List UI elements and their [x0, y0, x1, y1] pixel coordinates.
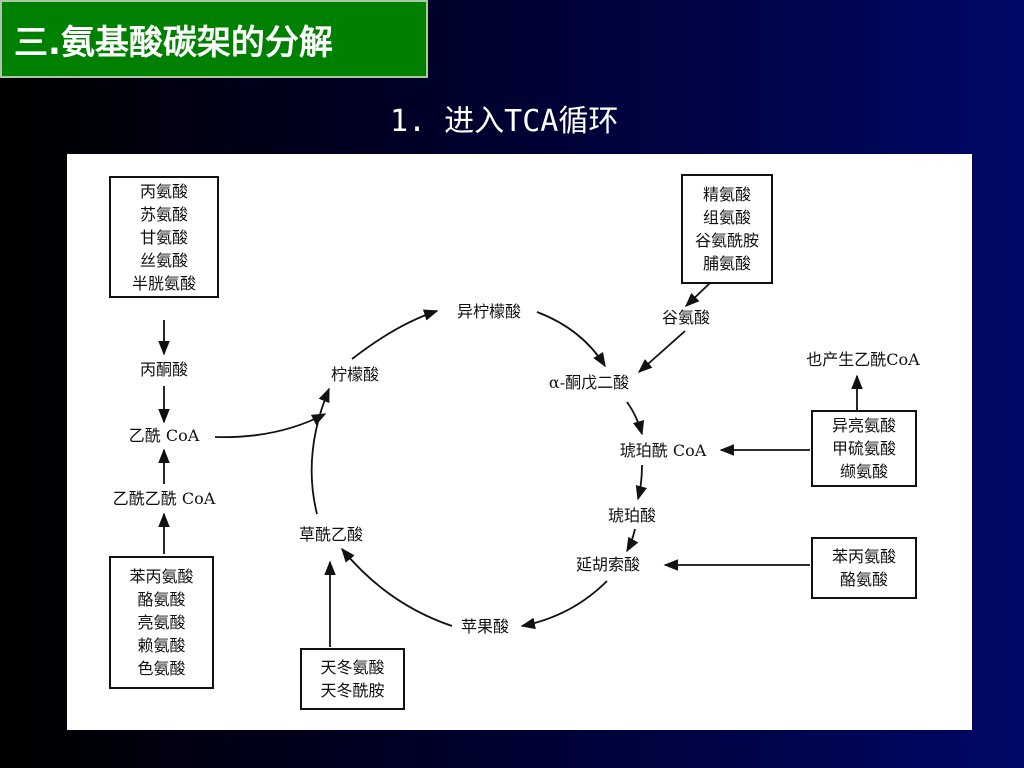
- amino-acid-item: 甘氨酸: [139, 227, 188, 247]
- amino-acid-item: 半胱氨酸: [131, 273, 196, 293]
- amino-acid-item: 酪氨酸: [839, 570, 888, 589]
- arrow-succinate-to-fumarate: [626, 528, 639, 553]
- arrow-topright-to-glutamate: [684, 282, 711, 307]
- amino-acid-item: 缬氨酸: [839, 462, 888, 481]
- label-succinyl-coa: 琥珀酰 CoA: [619, 441, 707, 460]
- label-malate: 苹果酸: [460, 617, 510, 636]
- amino-acid-item: 丝氨酸: [139, 250, 188, 270]
- label-pyruvate: 丙酮酸: [139, 360, 189, 379]
- arrow-isocitrate-to-aketo: [536, 311, 606, 368]
- label-acetyl-coa: 乙酰 CoA: [128, 426, 200, 445]
- arrow-fumarate-to-malate: [520, 580, 608, 630]
- slide-title: 三.氨基酸碳架的分解: [0, 0, 428, 78]
- amino-acid-item: 组氨酸: [702, 208, 751, 227]
- label-alpha-ketoglutarate: α-酮戊二酸: [548, 373, 630, 392]
- amino-acid-item: 甲硫氨酸: [831, 439, 896, 458]
- amino-acid-item: 色氨酸: [137, 659, 186, 678]
- label-also-acetyl-coa: 也产生乙酰CoA: [806, 350, 920, 369]
- amino-acid-item: 苯丙氨酸: [831, 547, 896, 566]
- box-bottom-center-amino-acids: 天冬氨酸 天冬酰胺: [300, 648, 405, 710]
- amino-acid-item: 苯丙氨酸: [129, 567, 194, 586]
- label-glutamate: 谷氨酸: [661, 308, 711, 327]
- amino-acid-item: 谷氨酰胺: [694, 231, 759, 250]
- amino-acid-item: 丙氨酸: [139, 181, 188, 201]
- pathway-diagram: 异柠檬酸 α-酮戊二酸 琥珀酰 CoA 琥珀酸 延胡索酸 苹果酸 草酰乙酸 柠檬…: [67, 154, 972, 730]
- amino-acid-item: 酪氨酸: [137, 590, 186, 609]
- label-acetoacetyl-coa: 乙酰乙酰 CoA: [112, 489, 216, 508]
- arrow-glutamate-to-aketo: [637, 330, 686, 373]
- box-top-right-amino-acids: 精氨酸 组氨酸 谷氨酰胺 脯氨酸: [681, 174, 773, 284]
- label-citrate: 柠檬酸: [330, 365, 380, 384]
- label-isocitrate: 异柠檬酸: [456, 302, 522, 321]
- label-succinate: 琥珀酸: [607, 506, 657, 525]
- amino-acid-item: 脯氨酸: [702, 254, 751, 273]
- box-bottom-left-amino-acids: 苯丙氨酸 酪氨酸 亮氨酸 赖氨酸 色氨酸: [109, 556, 214, 689]
- amino-acid-item: 精氨酸: [702, 185, 751, 204]
- arrow-oxaloacetate-to-citrate: [310, 387, 330, 515]
- label-fumarate: 延胡索酸: [575, 555, 641, 574]
- label-oxaloacetate: 草酰乙酸: [298, 525, 364, 544]
- amino-acid-item: 异亮氨酸: [831, 416, 896, 435]
- arrow-malate-to-oxaloacetate: [341, 547, 453, 627]
- amino-acid-item: 苏氨酸: [139, 204, 188, 224]
- amino-acid-item: 赖氨酸: [137, 636, 186, 655]
- box-mid-right-amino-acids: 异亮氨酸 甲硫氨酸 缬氨酸: [811, 410, 917, 487]
- arrow-citrate-to-isocitrate: [351, 309, 439, 360]
- box-top-left-amino-acids: 丙氨酸 苏氨酸 甘氨酸 丝氨酸 半胱氨酸: [109, 176, 219, 298]
- amino-acid-item: 天冬酰胺: [320, 681, 385, 700]
- arrow-acetylcoa-to-citrate: [214, 413, 327, 439]
- diagram-arrows: [158, 282, 863, 647]
- arrow-succinylcoa-to-succinate: [635, 464, 647, 501]
- amino-acid-item: 天冬氨酸: [320, 658, 385, 677]
- amino-acid-item: 亮氨酸: [137, 613, 186, 632]
- arrow-aketo-to-succinylcoa: [626, 401, 645, 436]
- box-low-right-amino-acids: 苯丙氨酸 酪氨酸: [811, 537, 917, 599]
- slide-subtitle: 1. 进入TCA循环: [390, 104, 619, 139]
